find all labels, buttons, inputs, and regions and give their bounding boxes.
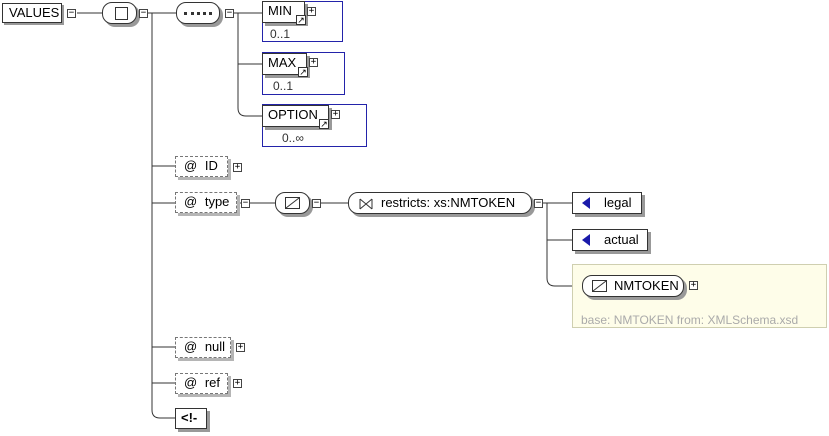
- arrow-up-right-icon: ↗: [298, 67, 308, 77]
- simple-type-nmtoken[interactable]: NMTOKEN: [582, 275, 684, 297]
- attribute-ref-label: ref: [204, 375, 220, 390]
- minus-box-icon[interactable]: −: [139, 8, 148, 18]
- minus-box-icon[interactable]: −: [67, 8, 76, 18]
- enumeration-legal[interactable]: legal: [572, 192, 642, 214]
- attribute-at-icon: @: [184, 339, 198, 354]
- restriction-node[interactable]: restricts: xs:NMTOKEN: [348, 192, 532, 214]
- element-values[interactable]: VALUES: [2, 3, 62, 23]
- minus-box-icon[interactable]: −: [312, 198, 321, 208]
- attribute-type-label: type: [204, 194, 230, 209]
- simple-type-base: base: NMTOKEN from: XMLSchema.xsd: [581, 313, 799, 327]
- enumeration-actual[interactable]: actual: [572, 229, 648, 251]
- plus-box-icon[interactable]: +: [233, 378, 242, 388]
- enumeration-legal-label: legal: [604, 195, 632, 210]
- element-min-label: MIN: [268, 3, 292, 18]
- arrow-up-right-icon: ↗: [296, 15, 306, 25]
- element-max-label: MAX: [268, 55, 297, 70]
- simple-type-icon: [592, 280, 607, 292]
- arrow-up-right-icon: ↗: [319, 119, 329, 129]
- simple-type-icon: [285, 197, 300, 209]
- element-max[interactable]: MAX: [262, 53, 307, 75]
- plus-box-icon[interactable]: +: [331, 109, 340, 119]
- plus-box-icon[interactable]: +: [307, 6, 316, 16]
- enumeration-triangle-icon: [582, 197, 590, 209]
- element-option[interactable]: OPTION: [262, 105, 329, 127]
- plus-box-icon[interactable]: +: [233, 162, 242, 172]
- attribute-null[interactable]: @ null: [175, 337, 231, 358]
- enumeration-triangle-icon: [582, 234, 590, 246]
- simple-type-nmtoken-label: NMTOKEN: [614, 278, 679, 293]
- attribute-at-icon: @: [184, 194, 198, 209]
- plus-box-icon[interactable]: +: [689, 280, 698, 290]
- comment-node[interactable]: <!-: [175, 408, 207, 429]
- plus-box-icon[interactable]: +: [309, 57, 318, 67]
- complex-type-node[interactable]: [102, 2, 137, 24]
- attribute-id-label: ID: [204, 158, 218, 173]
- complex-type-square-icon: [115, 7, 128, 20]
- attribute-at-icon: @: [184, 375, 198, 390]
- attribute-null-label: null: [204, 339, 226, 354]
- element-min-occurs: 0..1: [270, 27, 291, 41]
- restriction-label: restricts: xs:NMTOKEN: [381, 195, 516, 210]
- sequence-node[interactable]: [176, 2, 220, 24]
- sequence-dots-icon: [184, 12, 212, 15]
- attribute-ref[interactable]: @ ref: [175, 373, 228, 394]
- element-max-occurs: 0..1: [273, 79, 294, 93]
- attribute-at-icon: @: [184, 158, 198, 173]
- attribute-id[interactable]: @ ID: [175, 156, 228, 177]
- enumeration-actual-label: actual: [604, 232, 639, 247]
- simple-type-node[interactable]: [275, 192, 310, 214]
- element-values-label: VALUES: [9, 5, 60, 20]
- minus-box-icon[interactable]: −: [534, 198, 543, 208]
- plus-box-icon[interactable]: +: [236, 342, 245, 352]
- comment-node-label: <!-: [181, 410, 198, 425]
- minus-box-icon[interactable]: −: [225, 8, 234, 18]
- restriction-icon: [359, 198, 373, 210]
- element-min[interactable]: MIN: [262, 1, 305, 23]
- element-option-occurs: 0..∞: [282, 131, 304, 145]
- element-option-label: OPTION: [268, 107, 318, 122]
- minus-box-icon[interactable]: −: [241, 198, 250, 208]
- attribute-type[interactable]: @ type: [175, 192, 237, 213]
